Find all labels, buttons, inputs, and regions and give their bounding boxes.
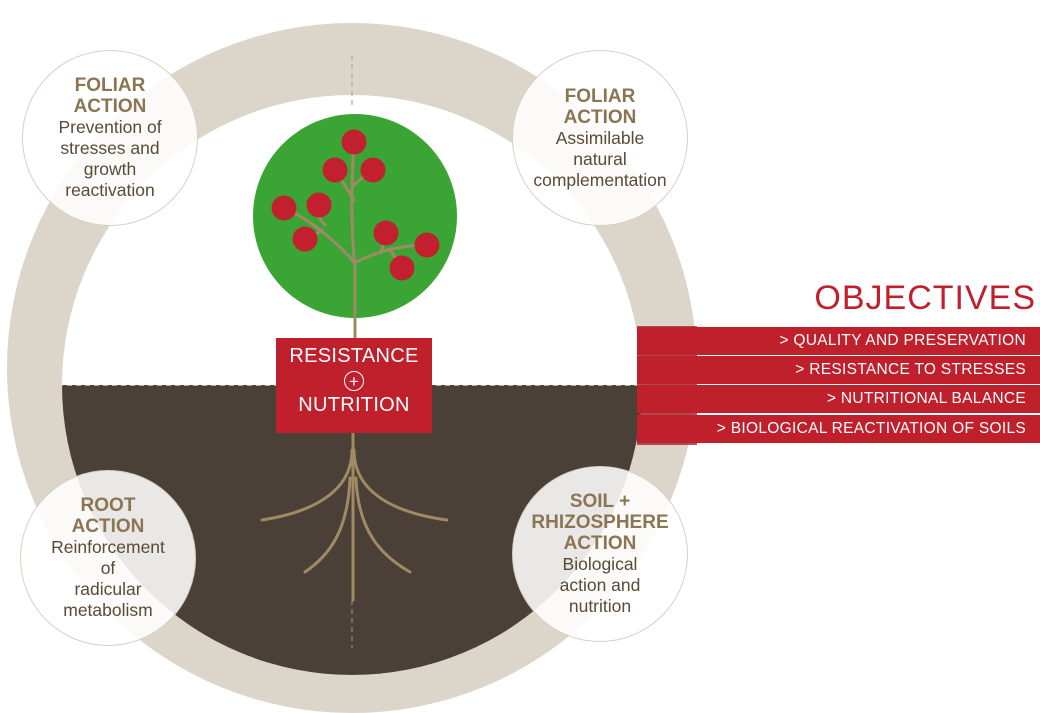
fruit [292,226,318,252]
foliar-action-assimilable-bubble: FOLIAR ACTION Assimilable natural comple… [512,50,688,226]
foliar-action-prevention-bubble: FOLIAR ACTION Prevention of stresses and… [22,50,198,226]
objective-item: > NUTRITIONAL BALANCE [637,385,1040,413]
fruit [341,129,367,155]
fruit [389,255,415,281]
bubble-title: FOLIAR ACTION [73,75,147,117]
fruit [271,195,297,221]
fruit [360,157,386,183]
root-action-bubble: ROOT ACTION Reinforcement of radicular m… [20,470,196,646]
center-line-resistance: RESISTANCE [289,345,419,367]
objective-item: > RESISTANCE TO STRESSES [637,356,1040,384]
objective-item: > BIOLOGICAL REACTIVATION OF SOILS [637,415,1040,443]
fruit [373,220,399,246]
bubble-title: ROOT ACTION [71,495,145,537]
plus-icon: + [344,371,364,391]
bubble-description: Prevention of stresses and growth reacti… [58,117,162,200]
fruit [306,192,332,218]
bubble-description: Assimilable natural complementation [533,127,667,190]
objective-item: > QUALITY AND PRESERVATION [637,327,1040,355]
fruit [322,157,348,183]
resistance-nutrition-box: RESISTANCE + NUTRITION [276,338,432,433]
bubble-description: Biological action and nutrition [559,554,641,616]
fruits [271,129,440,281]
soil-rhizosphere-action-bubble: SOIL + RHIZOSPHERE ACTION Biological act… [512,466,688,642]
center-line-nutrition: NUTRITION [298,394,410,416]
bubble-title: FOLIAR ACTION [563,85,637,128]
bubble-title: SOIL + RHIZOSPHERE ACTION [531,491,669,554]
bubble-description: Reinforcement of radicular metabolism [51,537,165,620]
fruit [414,232,440,258]
objectives-title: OBJECTIVES [814,279,1036,317]
tree-roots [260,431,449,602]
